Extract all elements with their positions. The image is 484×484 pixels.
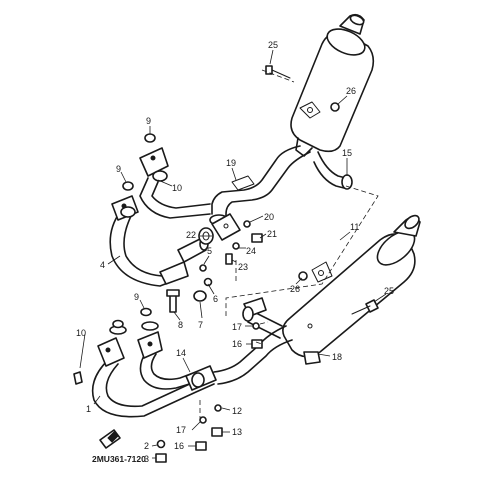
callout-1: 1 (86, 404, 91, 414)
callout-26-upper: 26 (346, 86, 356, 96)
callout-22: 22 (186, 230, 196, 240)
upper-connecting-pipe (209, 145, 311, 241)
upper-header-pipe (109, 147, 211, 287)
callout-23: 23 (238, 262, 248, 272)
hardware (73, 65, 379, 463)
upper-right-stub (313, 151, 353, 190)
lower-muffler (282, 214, 421, 358)
leader-lines (79, 49, 387, 459)
callout-13: 13 (232, 427, 242, 437)
callout-labels: 25 26 9 9 10 19 15 20 21 22 24 23 4 5 6 … (76, 40, 394, 464)
callout-11: 11 (350, 222, 359, 232)
callout-10-upper: 10 (172, 183, 182, 193)
callout-24: 24 (246, 246, 256, 256)
callout-4: 4 (100, 260, 105, 270)
callout-19: 19 (226, 158, 236, 168)
callout-8: 8 (178, 320, 183, 330)
callout-9-mid: 9 (116, 164, 121, 174)
callout-15: 15 (342, 148, 352, 158)
callout-25-lower: 25 (384, 286, 394, 296)
callout-10-lower: 10 (76, 328, 86, 338)
callout-16-lower: 16 (174, 441, 184, 451)
callout-16-upper: 16 (232, 339, 242, 349)
reference-lines (199, 69, 379, 420)
callout-9-lower: 9 (134, 292, 139, 302)
callout-17-upper: 17 (232, 322, 242, 332)
callout-21: 21 (267, 229, 277, 239)
callout-17-lower: 17 (176, 425, 186, 435)
callout-20: 20 (264, 212, 274, 222)
callout-18: 18 (332, 352, 342, 362)
lower-connecting-pipe (213, 297, 293, 385)
callout-5: 5 (207, 246, 212, 256)
callout-12: 12 (232, 406, 242, 416)
upper-muffler (290, 13, 375, 157)
callout-7: 7 (198, 320, 203, 330)
lower-header-pipe (91, 321, 217, 418)
diagram-code: 2MU361-7120 (92, 454, 146, 464)
callout-3: 3 (144, 454, 149, 464)
callout-26-lower: 26 (290, 284, 300, 294)
callout-25-upper: 25 (268, 40, 278, 50)
callout-14: 14 (176, 348, 186, 358)
callout-2: 2 (144, 441, 149, 451)
callout-6: 6 (213, 294, 218, 304)
callout-9-top: 9 (146, 116, 151, 126)
